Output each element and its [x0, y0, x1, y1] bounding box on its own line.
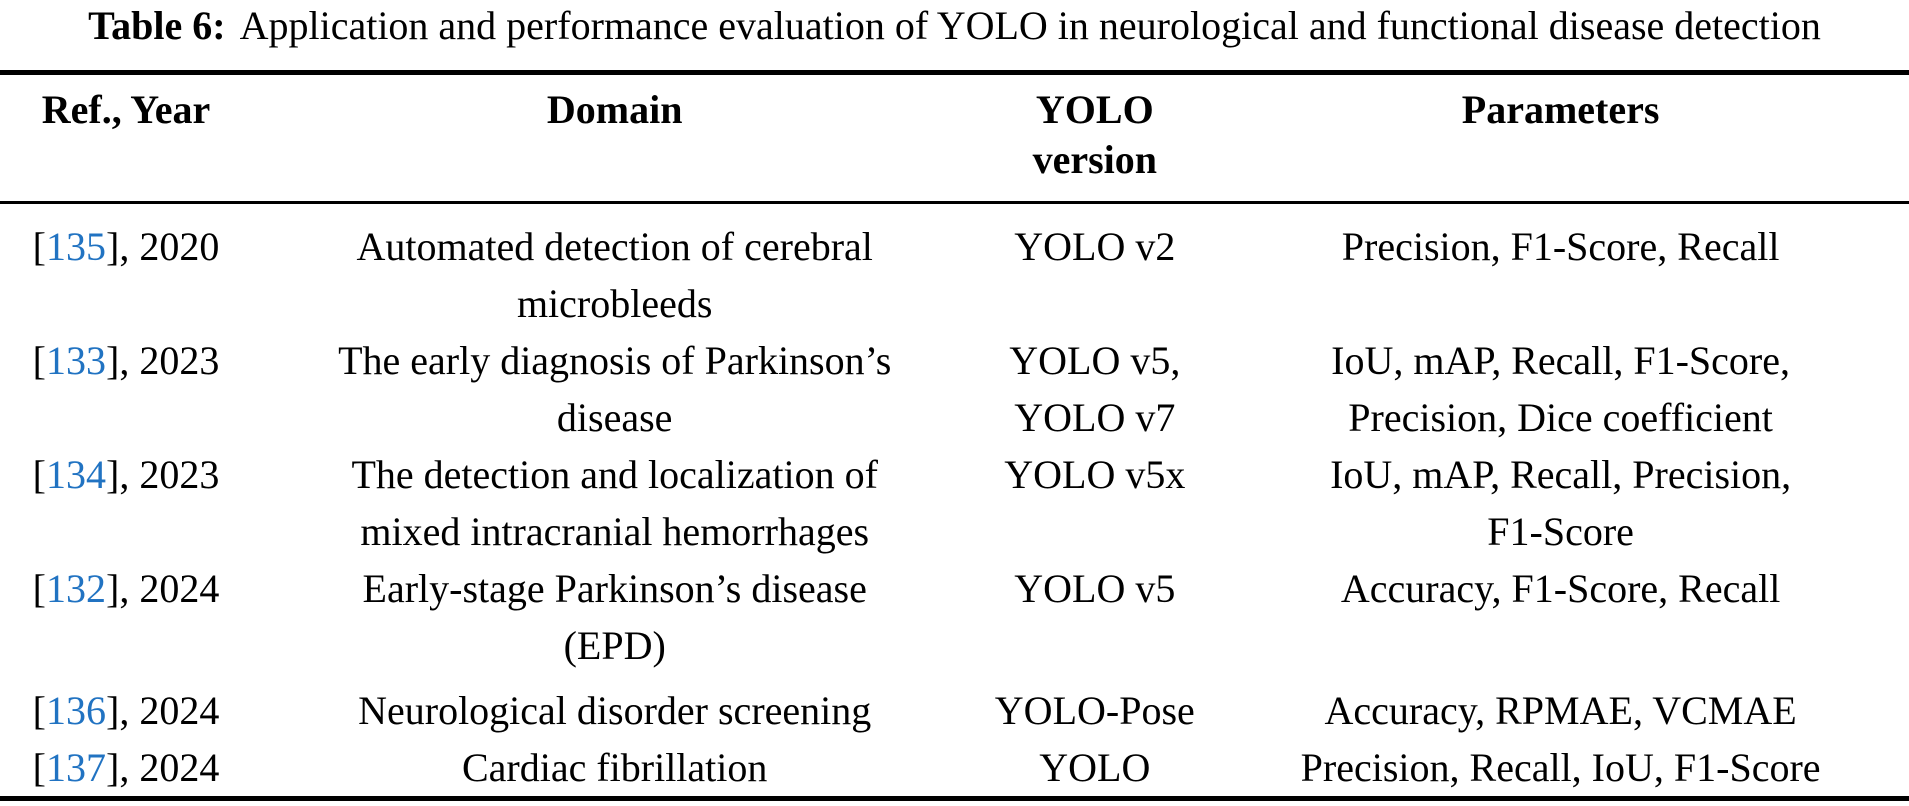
cell-domain: Neurological disorder screening: [358, 688, 872, 733]
citation-bracket-close: ]: [105, 338, 120, 383]
data-table: Ref., Year Domain YOLO version Parameter…: [0, 70, 1909, 801]
table-row: [136], 2024 Neurological disorder screen…: [0, 674, 1909, 739]
cell-domain: Early-stage Parkinson’s disease (EPD): [362, 566, 867, 668]
cell-parameters: IoU, mAP, Recall, F1-Score, Precision, D…: [1331, 338, 1790, 440]
table-row: [135], 2020 Automated detection of cereb…: [0, 203, 1909, 333]
cell-domain: The early diagnosis of Parkinson’s disea…: [338, 338, 892, 440]
citation-bracket-open: [: [32, 452, 46, 497]
cell-ref-year: [132], 2024: [0, 560, 252, 674]
cell-domain: Cardiac fibrillation: [461, 745, 768, 790]
cell-parameters: Precision, Recall, IoU, F1-Score: [1300, 745, 1821, 790]
citation-bracket-close: ]: [105, 452, 120, 497]
cell-yolo-version: YOLO v5, YOLO v7: [1009, 338, 1181, 440]
citation-bracket-close: ]: [105, 566, 120, 611]
cell-domain: Automated detection of cerebral microble…: [356, 224, 873, 326]
header-row: Ref., Year Domain YOLO version Parameter…: [0, 73, 1909, 203]
table-row: [134], 2023 The detection and localizati…: [0, 446, 1909, 560]
column-header-parameters: Parameters: [1461, 87, 1660, 132]
cell-parameters: Accuracy, F1-Score, Recall: [1340, 566, 1781, 611]
ref-year-text: , 2023: [119, 338, 220, 383]
citation-link[interactable]: 137: [45, 745, 106, 790]
citation-bracket-open: [: [32, 688, 46, 733]
cell-parameters: Accuracy, RPMAE, VCMAE: [1324, 688, 1797, 733]
cell-yolo-version: YOLO: [1039, 745, 1151, 790]
cell-parameters: Precision, F1-Score, Recall: [1341, 224, 1780, 269]
citation-link[interactable]: 134: [45, 452, 106, 497]
table-row: [133], 2023 The early diagnosis of Parki…: [0, 332, 1909, 446]
citation-bracket-close: ]: [105, 745, 120, 790]
cell-yolo-version: YOLO v5: [1014, 566, 1176, 611]
column-header-domain: Domain: [546, 87, 683, 132]
citation-bracket-open: [: [32, 566, 46, 611]
citation-link[interactable]: 135: [45, 224, 106, 269]
table-caption-text: Application and performance evaluation o…: [239, 3, 1821, 48]
table-row: [137], 2024 Cardiac fibrillation YOLO Pr…: [0, 739, 1909, 799]
citation-bracket-open: [: [32, 338, 46, 383]
citation-link[interactable]: 136: [45, 688, 106, 733]
table-row: [132], 2024 Early-stage Parkinson’s dise…: [0, 560, 1909, 674]
cell-ref-year: [133], 2023: [0, 332, 252, 446]
ref-year-text: , 2024: [119, 745, 220, 790]
column-header-ref-year: Ref., Year: [41, 87, 211, 132]
ref-year-text: , 2024: [119, 566, 220, 611]
cell-ref-year: [137], 2024: [0, 739, 252, 799]
column-header-yolo-version: YOLO version: [1032, 87, 1157, 182]
cell-ref-year: [136], 2024: [0, 674, 252, 739]
cell-parameters: IoU, mAP, Recall, Precision, F1-Score: [1330, 452, 1792, 554]
table-header: Ref., Year Domain YOLO version Parameter…: [0, 72, 1909, 203]
citation-link[interactable]: 132: [45, 566, 106, 611]
cell-domain: The detection and localization of mixed …: [351, 452, 878, 554]
cell-yolo-version: YOLO v2: [1014, 224, 1176, 269]
citation-bracket-open: [: [32, 745, 46, 790]
citation-bracket-close: ]: [105, 688, 120, 733]
cell-ref-year: [135], 2020: [0, 203, 252, 333]
cell-yolo-version: YOLO-Pose: [994, 688, 1195, 733]
citation-bracket-open: [: [32, 224, 46, 269]
cell-ref-year: [134], 2023: [0, 446, 252, 560]
ref-year-text: , 2024: [119, 688, 220, 733]
citation-link[interactable]: 133: [45, 338, 106, 383]
table-caption: Table 6: Application and performance eval…: [0, 0, 1909, 70]
table-body: [135], 2020 Automated detection of cereb…: [0, 203, 1909, 799]
ref-year-text: , 2023: [119, 452, 220, 497]
table-caption-label: Table 6:: [88, 3, 226, 48]
ref-year-text: , 2020: [119, 224, 220, 269]
citation-bracket-close: ]: [105, 224, 120, 269]
cell-yolo-version: YOLO v5x: [1004, 452, 1186, 497]
